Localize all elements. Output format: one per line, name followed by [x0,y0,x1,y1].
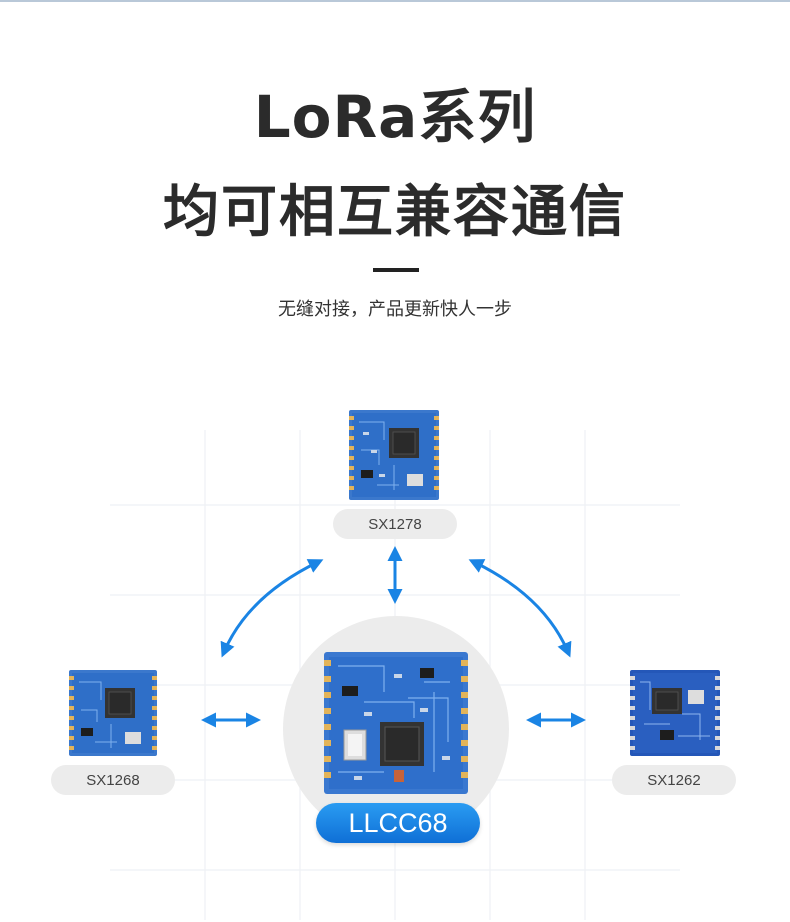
top-divider [0,0,790,2]
page-title: LoRa系列 [253,83,537,151]
module-sx1262-image [630,670,720,756]
page-subtitle: 无缝对接，产品更新快人一步 [278,299,512,320]
module-sx1268-image [69,670,157,756]
arrow-top-right [468,559,572,658]
page-title-line2: 均可相互兼容通信 [163,180,627,245]
label-llcc68: LLCC68 [316,803,480,843]
title-underline [373,268,419,272]
module-llcc68-image [324,652,468,794]
label-sx1262: SX1262 [612,765,736,795]
arrow-top-left [220,559,324,658]
label-sx1268: SX1268 [51,765,175,795]
label-sx1278: SX1278 [333,509,457,539]
module-sx1278-image [349,410,439,500]
